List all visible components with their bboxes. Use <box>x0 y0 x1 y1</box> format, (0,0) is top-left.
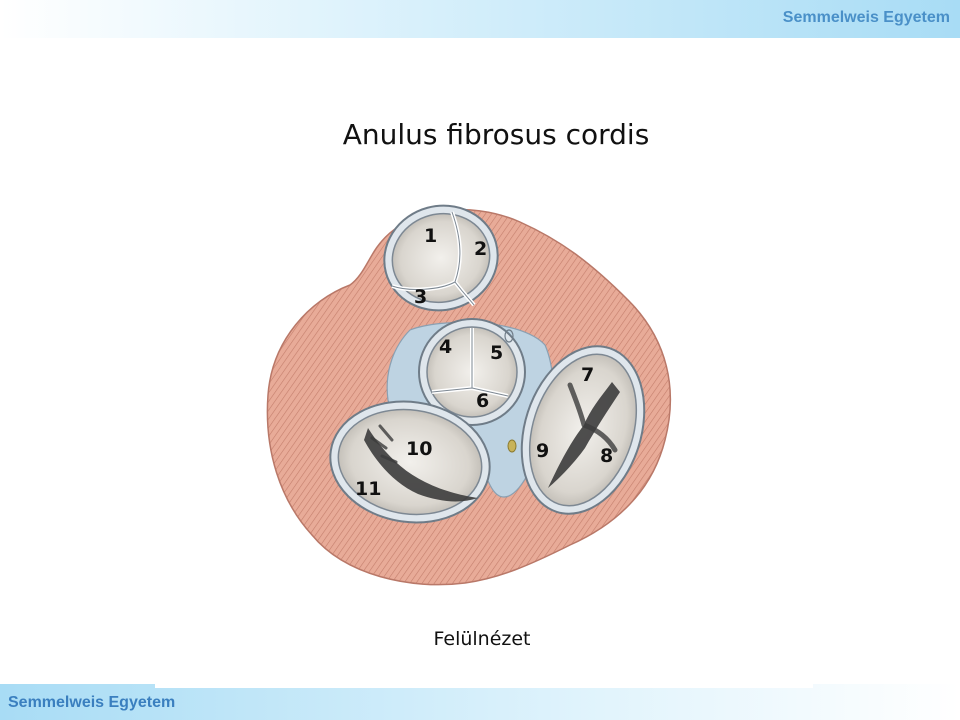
header-brand: Semmelweis Egyetem <box>782 9 950 26</box>
label-7: 7 <box>581 364 594 386</box>
pulmonary-valve <box>383 204 499 312</box>
aortic-valve <box>418 318 526 426</box>
mitral-valve <box>329 400 491 524</box>
label-5: 5 <box>490 342 503 364</box>
label-9: 9 <box>536 440 549 462</box>
label-4: 4 <box>439 336 452 358</box>
tricuspid-valve <box>520 345 646 515</box>
footer-bar: Semmelweis Egyetem <box>0 684 960 720</box>
label-3: 3 <box>414 286 427 308</box>
footer-brand: Semmelweis Egyetem <box>8 694 176 711</box>
label-2: 2 <box>474 238 487 260</box>
slide-title: Anulus fibrosus cordis <box>342 118 650 151</box>
heart-fibrous-skeleton-diagram: 1 2 3 4 5 6 7 8 9 10 11 <box>260 188 680 593</box>
label-10: 10 <box>406 438 432 460</box>
av-node <box>507 439 517 453</box>
label-1: 1 <box>424 225 437 247</box>
header-bar: Semmelweis Egyetem <box>0 0 960 38</box>
view-caption: Felülnézet <box>433 628 531 650</box>
label-8: 8 <box>600 445 613 467</box>
footer-divider <box>155 684 813 688</box>
label-11: 11 <box>355 478 381 500</box>
label-6: 6 <box>476 390 489 412</box>
